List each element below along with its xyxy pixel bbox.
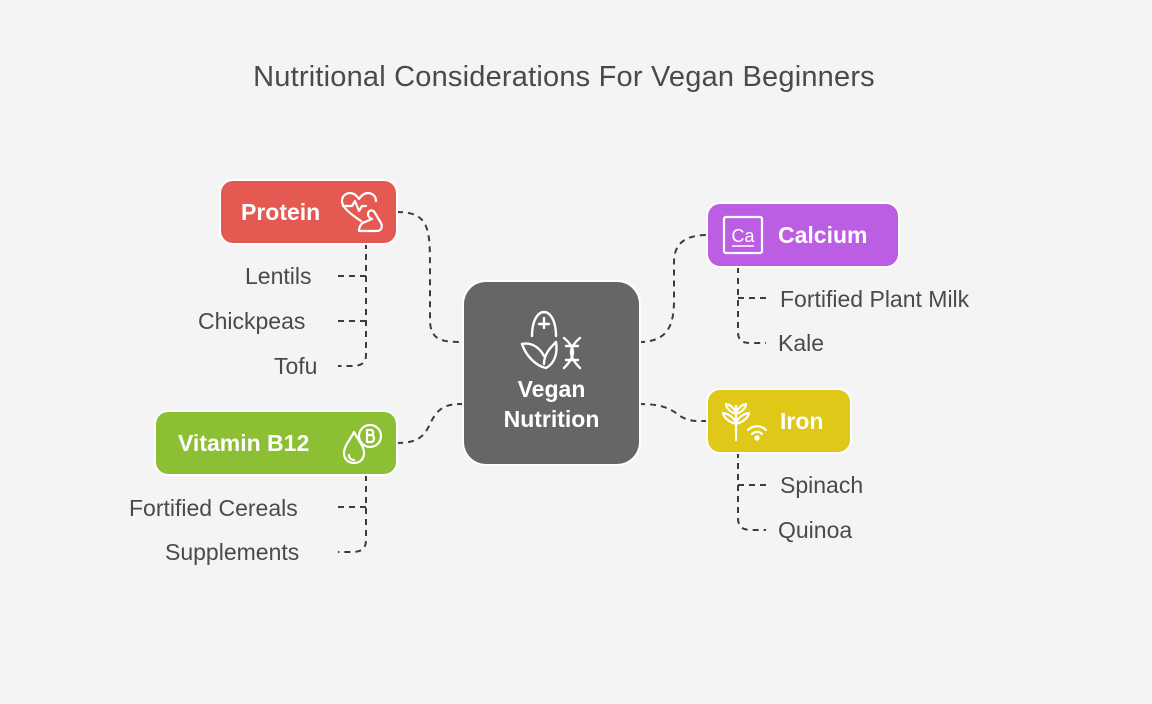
link-b12 (396, 403, 465, 444)
iron-item-2: Quinoa (778, 517, 853, 543)
link-iron (638, 403, 709, 423)
branch-calcium (737, 267, 766, 344)
branch-b12 (338, 475, 367, 553)
topic-iron-label: Iron (780, 408, 824, 434)
branch-protein (338, 243, 367, 367)
link-calcium (638, 234, 709, 343)
wheat-signal-icon (720, 400, 768, 447)
diagram-title: Nutritional Considerations For Vegan Beg… (253, 61, 875, 93)
calcium-element-icon: Ca (722, 215, 764, 260)
topic-protein-label: Protein (241, 199, 321, 225)
topic-protein: Protein (221, 181, 396, 243)
topic-vitamin-b12-label: Vitamin B12 (178, 430, 310, 456)
central-label-line2: Nutrition (503, 406, 600, 432)
calcium-item-2: Kale (778, 330, 825, 356)
topic-calcium-label: Calcium (778, 222, 868, 248)
central-node-label: Vegan Nutrition (464, 374, 639, 434)
b12-item-2: Supplements (165, 539, 300, 565)
plant-dna-icon (514, 306, 590, 375)
central-label-line1: Vegan (517, 376, 586, 402)
protein-item-3: Tofu (274, 353, 318, 379)
topic-iron: Iron (708, 390, 850, 452)
branch-iron (737, 452, 766, 531)
iron-item-1: Spinach (780, 472, 864, 498)
topic-calcium: Ca Calcium (708, 204, 898, 266)
protein-item-2: Chickpeas (198, 308, 306, 334)
b12-drop-icon (340, 422, 384, 471)
calcium-item-1: Fortified Plant Milk (780, 286, 970, 312)
calcium-element-symbol: Ca (731, 226, 755, 246)
b12-item-1: Fortified Cereals (129, 495, 298, 521)
link-protein (396, 211, 465, 343)
protein-item-1: Lentils (245, 263, 312, 289)
central-node: Vegan Nutrition (464, 282, 639, 464)
topic-vitamin-b12: Vitamin B12 (156, 412, 396, 474)
heart-muscle-icon (339, 191, 385, 238)
